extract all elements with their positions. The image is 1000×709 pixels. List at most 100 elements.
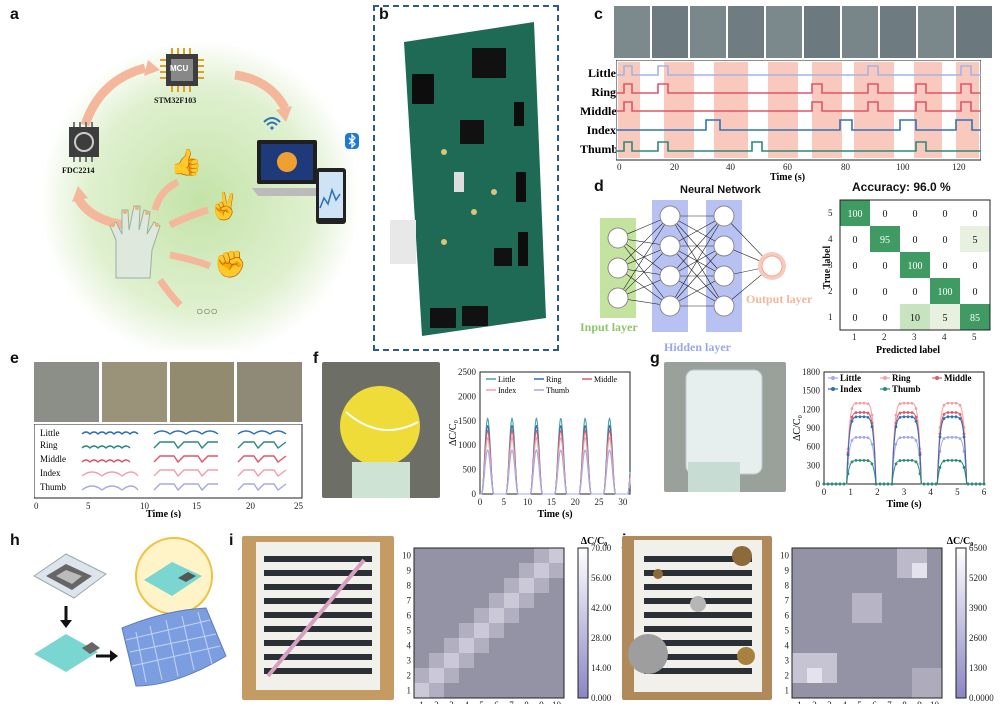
heatmap-cell — [489, 548, 505, 564]
x-tick: 0 — [822, 487, 827, 497]
heatmap-cell — [444, 608, 460, 624]
heatmap-cell — [837, 593, 853, 609]
confusion-cell — [870, 252, 900, 278]
panel-h-fabrication-diagram — [33, 537, 227, 687]
heatmap-cell — [549, 578, 565, 594]
heatmap-cell — [837, 548, 853, 564]
heatmap-cell — [912, 578, 928, 594]
heatmap-cell — [489, 683, 505, 699]
heatmap-cell — [897, 653, 913, 669]
heatmap-cell — [837, 608, 853, 624]
heatmap-cell — [927, 608, 943, 624]
pcb-board-photo — [384, 22, 550, 336]
heatmap-cell — [519, 638, 535, 654]
heatmap-frame — [791, 547, 943, 699]
heatmap-cell — [414, 683, 430, 699]
mcu-chip-text: MCU — [170, 64, 189, 73]
heatmap-cell — [822, 638, 838, 654]
confusion-cell — [960, 252, 990, 278]
x-tick: 3 — [902, 487, 907, 497]
colorbar-tick: 2600 — [969, 633, 988, 643]
x-tick: 5 — [955, 487, 960, 497]
accuracy-title: Accuracy: 96.0 % — [852, 180, 951, 194]
gesture-photo — [956, 6, 992, 58]
x-tick: 0 — [478, 497, 483, 507]
heatmap-cell — [822, 563, 838, 579]
fist-icon: ✊ — [214, 250, 247, 279]
heatmap-cell — [822, 548, 838, 564]
y-tick: 1500 — [458, 416, 477, 426]
x-tick: 3 — [449, 700, 454, 704]
heatmap-cell — [822, 593, 838, 609]
heatmap-cell — [474, 623, 490, 639]
heatmap-cell — [444, 653, 460, 669]
heatmap-cell — [837, 683, 853, 699]
heatmap-cell — [519, 578, 535, 594]
colorbar-tick: 0.000 — [591, 693, 612, 703]
heatmap-cell — [489, 608, 505, 624]
heatmap-cell — [852, 548, 868, 564]
gesture-photo — [842, 6, 878, 58]
fdc-chip-icon — [64, 122, 104, 162]
heatmap-cell — [897, 608, 913, 624]
series-line — [824, 416, 984, 485]
panel-label-i: i — [229, 532, 234, 549]
panel-label-f: f — [313, 350, 319, 367]
heatmap-cell — [519, 668, 535, 684]
x-tick: 2 — [434, 700, 439, 704]
heatmap-cell — [807, 593, 823, 609]
x-tick: 2 — [812, 700, 817, 704]
gesture-photo — [766, 6, 802, 58]
y-tick: 6 — [407, 611, 412, 621]
heatmap-cell — [549, 593, 565, 609]
confusion-value: 0 — [883, 313, 888, 324]
heatmap-cell — [519, 563, 535, 579]
confusion-value: 0 — [853, 235, 858, 246]
legend-label: Thumb — [892, 384, 921, 394]
legend-label: Ring — [546, 375, 562, 384]
heatmap-cell — [927, 683, 943, 699]
confusion-value: 0 — [883, 287, 888, 298]
heatmap-cell — [429, 668, 445, 684]
y-tick: 10 — [780, 551, 790, 561]
heatmap-cell — [429, 608, 445, 624]
legend-label: Ring — [892, 373, 911, 383]
heatmap-cell — [489, 563, 505, 579]
finger-label: Thumb — [40, 482, 66, 492]
heatmap-cell — [474, 548, 490, 564]
tablet-icon — [316, 168, 346, 224]
heatmap-cell — [414, 623, 430, 639]
input-layer-label: Input layer — [580, 320, 638, 334]
heatmap-cell — [837, 623, 853, 639]
sensor-array-photo-j — [622, 536, 772, 700]
confusion-value: 0 — [913, 287, 918, 298]
x-tick: 4 — [928, 487, 933, 497]
confusion-xlabel: Predicted label — [876, 345, 940, 356]
y-tick: 6 — [785, 611, 790, 621]
bluetooth-icon — [345, 133, 359, 149]
heatmap-cell — [852, 668, 868, 684]
heatmap-frame — [413, 547, 565, 699]
x-tick: 2 — [882, 332, 887, 342]
heatmap-cell — [534, 578, 550, 594]
panel-label-a: a — [10, 6, 19, 23]
heatmap-cell — [867, 578, 883, 594]
heatmap-cell — [474, 638, 490, 654]
heatmap-cell — [897, 548, 913, 564]
y-tick: 1 — [407, 686, 412, 696]
x-tick: 4 — [942, 332, 947, 342]
x-tick: 15 — [547, 497, 557, 507]
heatmap-cell — [852, 623, 868, 639]
heatmap-cell — [867, 683, 883, 699]
heatmap-cell — [807, 623, 823, 639]
confusion-value: 5 — [973, 235, 978, 246]
heatmap-cell — [414, 578, 430, 594]
heatmap-cell — [897, 668, 913, 684]
heatmap-cell — [882, 668, 898, 684]
confusion-value: 100 — [908, 261, 923, 272]
heatmap-cell — [807, 653, 823, 669]
finger-label: Index — [40, 468, 61, 478]
heatmap-cell — [822, 653, 838, 669]
colorbar-tick: 70.00 — [591, 543, 612, 553]
